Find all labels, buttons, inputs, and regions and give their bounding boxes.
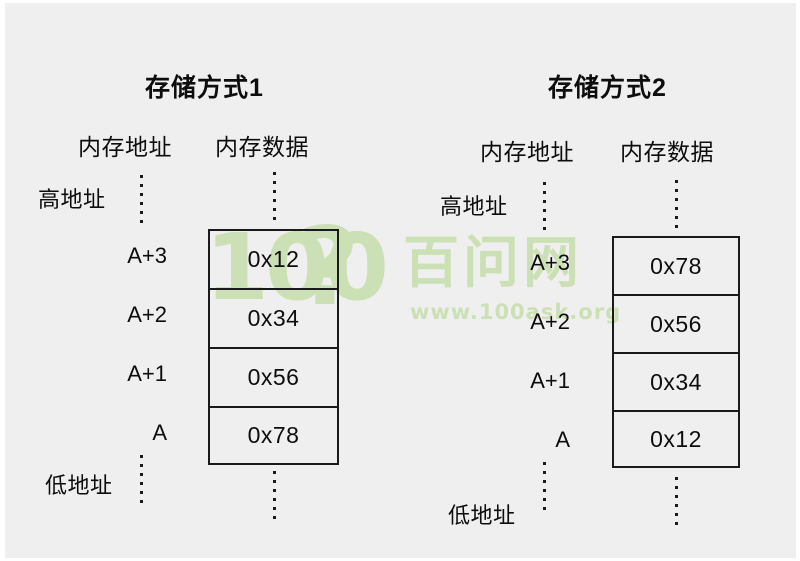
panel-2-data-column-header: 内存数据 — [620, 139, 714, 165]
panel-2-low-address-label: 低地址 — [448, 503, 516, 528]
panel-2-title: 存储方式2 — [548, 74, 667, 102]
panel-1-data-ellipsis-top — [271, 172, 277, 220]
table-row: 0x34 — [614, 354, 738, 412]
panel-2-value-0: 0x78 — [650, 252, 702, 279]
panel-2-value-2: 0x34 — [650, 368, 702, 395]
panel-2-value-1: 0x56 — [650, 310, 702, 337]
panel-2-address-ellipsis-top — [541, 182, 547, 230]
panel-1-title: 存储方式1 — [145, 74, 264, 102]
panel-1-address-a-plus-2: A+2 — [127, 302, 167, 327]
table-row: 0x34 — [210, 290, 337, 349]
panel-1-value-1: 0x34 — [247, 305, 300, 331]
panel-1-address-a: A — [152, 420, 167, 445]
table-row: 0x56 — [614, 296, 738, 354]
panel-2-address-column-header: 内存地址 — [480, 139, 574, 165]
panel-2-address-ellipsis-bottom — [541, 462, 547, 510]
panel-1-address-ellipsis-bottom — [138, 455, 144, 503]
panel-1-value-3: 0x78 — [247, 422, 300, 448]
panel-1-data-ellipsis-bottom — [271, 471, 277, 519]
table-row: 0x78 — [210, 408, 337, 463]
panel-2-data-ellipsis-bottom — [673, 477, 679, 525]
panel-1-value-2: 0x56 — [247, 364, 300, 390]
canvas-edge-right — [796, 0, 800, 561]
panel-1-address-ellipsis-top — [138, 175, 144, 223]
panel-1-memory-table: 0x12 0x34 0x56 0x78 — [208, 229, 339, 465]
panel-1-low-address-label: 低地址 — [45, 473, 113, 498]
table-row: 0x12 — [210, 231, 337, 290]
table-row: 0x56 — [210, 349, 337, 408]
panel-2-high-address-label: 高地址 — [440, 194, 508, 219]
panel-2-address-a-plus-2: A+2 — [530, 309, 570, 334]
panel-1-high-address-label: 高地址 — [38, 187, 106, 212]
table-row: 0x12 — [614, 412, 738, 466]
panel-1-address-a-plus-1: A+1 — [127, 361, 167, 386]
panel-1-value-0: 0x12 — [247, 246, 300, 272]
panel-1-address-a-plus-3: A+3 — [127, 243, 167, 268]
panel-2-value-3: 0x12 — [650, 425, 702, 452]
canvas-edge-top — [0, 0, 800, 3]
table-row: 0x78 — [614, 238, 738, 296]
canvas-edge-left — [0, 0, 5, 561]
panel-2-address-a-plus-3: A+3 — [530, 250, 570, 275]
panel-1-data-column-header: 内存数据 — [215, 134, 309, 160]
panel-2-data-ellipsis-top — [673, 180, 679, 228]
panel-2-address-a: A — [555, 427, 570, 452]
panel-2-address-a-plus-1: A+1 — [530, 368, 570, 393]
panel-1-address-column-header: 内存地址 — [78, 134, 172, 160]
panel-2-memory-table: 0x78 0x56 0x34 0x12 — [612, 236, 740, 468]
